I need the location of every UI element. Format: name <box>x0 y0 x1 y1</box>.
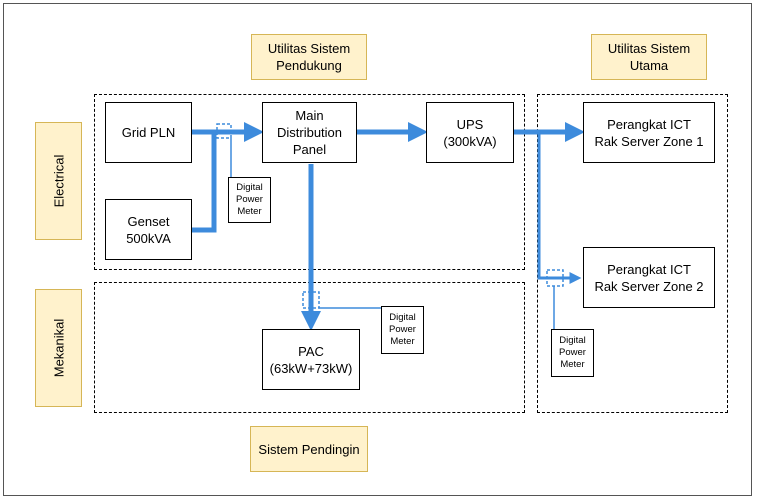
side-label-mekanikal-text: Mekanikal <box>51 318 66 378</box>
side-label-electrical-text: Electrical <box>51 154 66 208</box>
header-utilitas-pendukung: Utilitas Sistem Pendukung <box>251 34 367 80</box>
node-genset: Genset 500kVA <box>105 199 192 260</box>
node-pac: PAC (63kW+73kW) <box>262 329 360 390</box>
node-ups: UPS (300kVA) <box>426 102 514 163</box>
node-main-distribution-panel: Main Distribution Panel <box>262 102 357 163</box>
node-ict-zone-2: Perangkat ICT Rak Server Zone 2 <box>583 247 715 308</box>
digital-power-meter-1: Digital Power Meter <box>228 177 271 223</box>
node-grid-pln: Grid PLN <box>105 102 192 163</box>
digital-power-meter-2: Digital Power Meter <box>381 306 424 354</box>
side-label-mekanikal: Mekanikal <box>35 289 82 407</box>
header-utilitas-utama: Utilitas Sistem Utama <box>591 34 707 80</box>
node-ict-zone-1: Perangkat ICT Rak Server Zone 1 <box>583 102 715 163</box>
digital-power-meter-3: Digital Power Meter <box>551 329 594 377</box>
header-sistem-pendingin: Sistem Pendingin <box>250 426 368 472</box>
side-label-electrical: Electrical <box>35 122 82 240</box>
